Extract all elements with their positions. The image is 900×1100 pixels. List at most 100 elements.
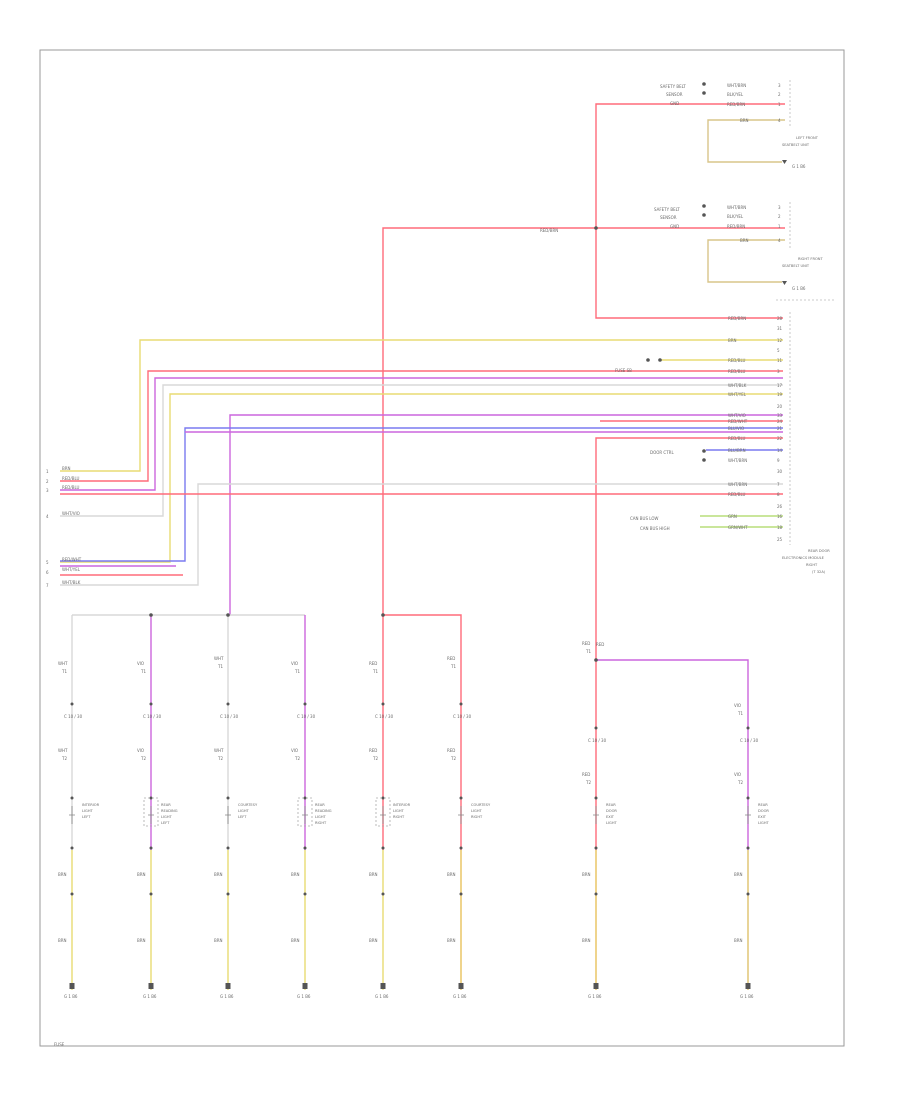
connector-pin-dot [381, 846, 385, 850]
lamp-symbol [375, 797, 391, 827]
unit1-code-0: WHT/BRN [727, 83, 746, 88]
lamp-pin-top: T1 [737, 711, 743, 716]
unit2-label-belt: SAFETY BELT [654, 207, 680, 212]
ground-icon [148, 983, 154, 989]
lamp-pin-mid: T2 [372, 756, 378, 761]
bulb-icon [593, 806, 599, 824]
module-pin-8: 20 [777, 404, 783, 409]
wire-red-module-feed [595, 103, 785, 319]
module-name-3: RIGHT [806, 563, 818, 567]
module-pin-1: 31 [777, 326, 783, 331]
splice-dot [594, 892, 598, 896]
module-diag-1: CAN BUS LOW [630, 516, 659, 521]
module-pin-7: 19 [777, 392, 783, 397]
lamp-pin-top: T1 [140, 669, 146, 674]
bulb-icon [148, 806, 154, 824]
lamp-name-2: LIGHT [238, 809, 250, 813]
ground-icon [782, 160, 787, 164]
wire-brn-pin12 [60, 339, 783, 472]
module-code-6: WHT/BLK [728, 383, 747, 388]
module-pin-19: 16 [777, 514, 783, 519]
lamp-name-3: LIGHT [315, 815, 327, 819]
lamp-connector: C 10 / 30 [375, 714, 394, 719]
connector-pin-dot [746, 726, 750, 730]
lamp-pin-top: T1 [61, 669, 67, 674]
lamp-name-1: REAR [758, 803, 768, 807]
ground-icon [225, 983, 231, 989]
left-block-code-5: WHT/YEL [62, 567, 81, 572]
module-name-4: (T 32A) [812, 570, 826, 574]
left-block-pin-5: 6 [46, 570, 49, 575]
module-pin-2: 12 [777, 338, 783, 343]
lamp-name-3: LEFT [82, 815, 91, 819]
left-block-pin-0: 1 [46, 469, 49, 474]
unit2-pin-3: 4 [778, 238, 781, 243]
wire-red-blu-pin3b [60, 377, 783, 491]
module-pin-15: 30 [777, 469, 783, 474]
lamp-pin-top: T1 [450, 664, 456, 669]
unit2-name-1: RIGHT FRONT [798, 257, 823, 261]
lamp-name-2: LIGHT [82, 809, 94, 813]
lamp-name-3: LEFT [238, 815, 247, 819]
lamp-ground-label: G 1 B6 [297, 994, 311, 999]
connector-pin-dot [746, 796, 750, 800]
unit2-code-3: BRN [740, 238, 749, 243]
module-code-19: GRN [728, 514, 737, 519]
lamp-name-4: LEFT [161, 821, 170, 825]
left-block-pin-6: 7 [46, 583, 49, 588]
unit2-pin-0: 3 [778, 205, 781, 210]
left-block-code-2: RED/BLU [62, 485, 80, 490]
lamp-ground-label: G 1 B6 [453, 994, 467, 999]
connector-pin-dot [70, 702, 74, 706]
connector-pin-dot [459, 846, 463, 850]
lamp-wire-2: BRN [369, 938, 378, 943]
module-labels: FUSE SB DOOR CTRL CAN BUS LOW CAN BUS HI… [615, 312, 830, 574]
lamp-name-1: COURTESY [238, 803, 258, 807]
module-pin-10: 24 [777, 419, 783, 424]
splice-dot [658, 358, 662, 362]
module-code-9: WHT/VIO [728, 413, 746, 418]
connector-pin-dot [70, 846, 74, 850]
module-pin-0: 28 [777, 316, 783, 321]
connector-pin-dot [594, 846, 598, 850]
unit2-code-1: BLK/YEL [727, 214, 744, 219]
left-block-pin-1: 2 [46, 479, 49, 484]
splice-points [149, 226, 662, 662]
unit2-label-sensor: SENSOR [660, 215, 677, 220]
unit1-ground-label: G 1 B6 [792, 164, 806, 169]
unit2-label-gnd: GND [670, 224, 679, 229]
lamp-wire-2: BRN [214, 938, 223, 943]
bulb-icon [458, 806, 464, 824]
lamp-wire-2: BRN [734, 938, 743, 943]
lamp-name-2: READING [315, 809, 332, 813]
lamp-connector: C 10 / 30 [588, 738, 607, 743]
module-code-10: RED/WHT [728, 419, 748, 424]
lamp-ground-label: G 1 B6 [375, 994, 389, 999]
lamp-ground-label: G 1 B6 [220, 994, 234, 999]
wire-wht-brn-pin7 [60, 483, 783, 586]
module-connector: 28RED/BRN3112BRN511RED/BLU3RED/BLU17WHT/… [728, 316, 783, 542]
page-label: FUSE [54, 1042, 65, 1047]
lamp-connector: C 10 / 30 [297, 714, 316, 719]
trunk-wire-label: RED/BRN [540, 228, 558, 233]
splice-dot [746, 892, 750, 896]
module-pin-12: 22 [777, 436, 783, 441]
module-pin-21: 25 [777, 537, 783, 542]
module-code-16: WHT/BRN [728, 482, 747, 487]
unit2-name-2: SEATBELT UNIT [782, 264, 810, 268]
lamp-name-2: DOOR [606, 809, 617, 813]
connector-pin-dot [226, 796, 230, 800]
unit1-pin-1: 2 [778, 92, 781, 97]
left-block-code-1: RED/BLU [62, 476, 80, 481]
module-pin-14: 9 [777, 458, 780, 463]
lamp-wire-1: BRN [214, 872, 223, 877]
left-block-pin-2: 3 [46, 488, 49, 493]
module-code-20: GRN/WHT [728, 525, 748, 530]
lamp-symbol [143, 797, 159, 827]
connector-pin-dot [702, 91, 706, 95]
